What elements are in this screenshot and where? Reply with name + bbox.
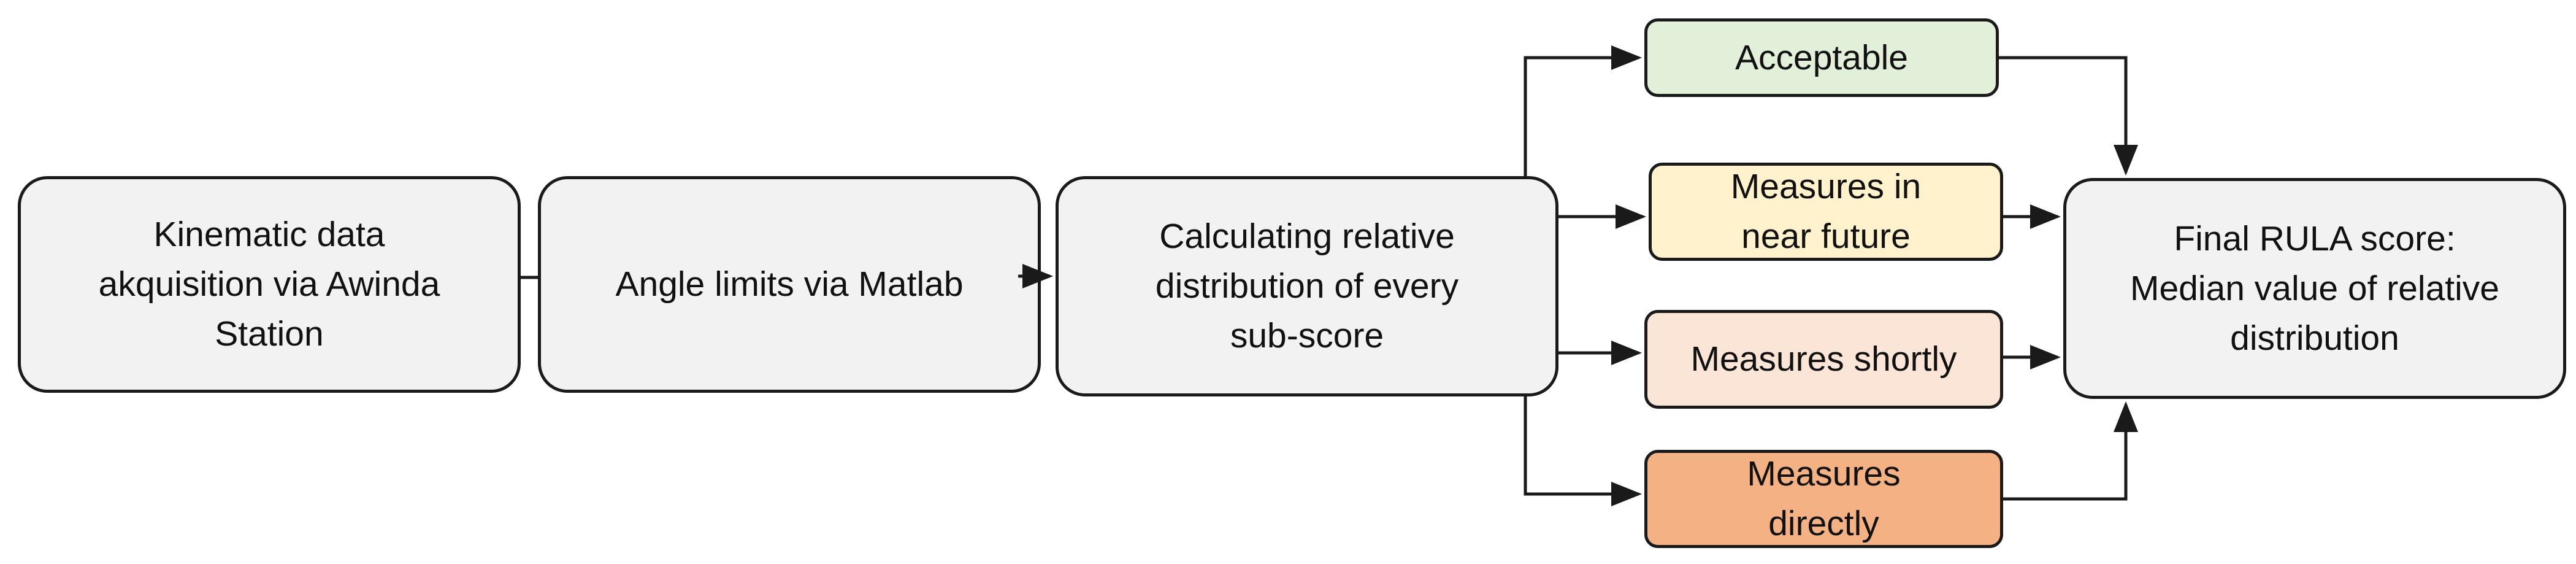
measures-near-future-node: Measures in near future	[1649, 163, 2003, 261]
final-rula-score-label: Final RULA score: Median value of relati…	[2129, 218, 2499, 358]
edge-calculating-to-acceptable	[1524, 45, 1642, 176]
kinematic-data-node: Kinematic data akquisition via Awinda St…	[18, 176, 521, 393]
measures-shortly-label: Measures shortly	[1690, 339, 1957, 379]
measures-shortly-node: Measures shortly	[1644, 310, 2003, 409]
edge-acceptable-to-final	[1999, 56, 2138, 176]
measures-directly-label: Measures directly	[1747, 454, 1901, 543]
angle-limits-label: Angle limits via Matlab	[615, 265, 964, 304]
angle-limits-node: Angle limits via Matlab	[538, 176, 1041, 393]
calculating-distribution-node: Calculating relative distribution of eve…	[1056, 176, 1558, 396]
acceptable-node: Acceptable	[1644, 18, 1999, 97]
edge-directly-to-final	[2003, 401, 2138, 501]
calculating-distribution-label: Calculating relative distribution of eve…	[1155, 217, 1459, 355]
edge-calculating-to-directly	[1524, 396, 1642, 506]
measures-near-future-label: Measures in near future	[1730, 167, 1922, 256]
final-rula-score-node: Final RULA score: Median value of relati…	[2063, 178, 2566, 399]
measures-directly-node: Measures directly	[1644, 450, 2003, 548]
acceptable-label: Acceptable	[1735, 37, 1909, 77]
kinematic-data-label: Kinematic data akquisition via Awinda St…	[98, 215, 440, 353]
